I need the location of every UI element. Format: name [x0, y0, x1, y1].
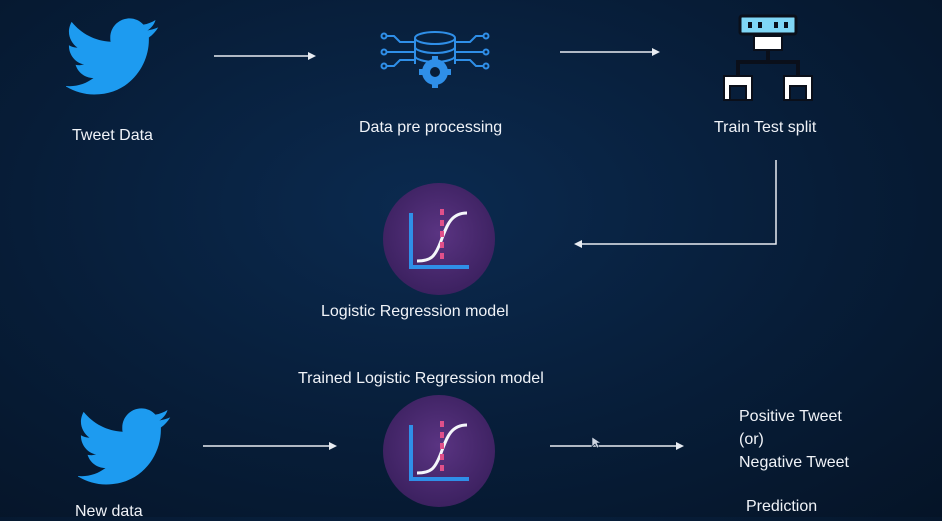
preprocessing-label: Data pre processing [359, 119, 503, 136]
arrow-preprocess-to-split [560, 46, 660, 58]
logistic-curve-icon [381, 393, 497, 509]
arrow-trained-to-prediction [550, 440, 684, 452]
twitter-bird-icon [66, 18, 160, 96]
split-label: Train Test split [714, 119, 817, 136]
arrow-split-to-model [572, 160, 782, 252]
twitter-bird-icon [78, 408, 172, 486]
arrow-newdata-to-trained [203, 440, 337, 452]
output-negative-label: Negative Tweet [739, 454, 849, 471]
trained-model-label: Trained Logistic Regression model [298, 370, 544, 387]
database-gear-icon [380, 28, 490, 90]
new-data-label: New data [75, 503, 143, 520]
arrow-tweet-to-preprocess [214, 50, 316, 62]
prediction-label: Prediction [746, 498, 818, 515]
logistic-curve-icon [381, 181, 497, 297]
mouse-cursor-icon [591, 436, 601, 450]
tweet-data-label: Tweet Data [72, 127, 153, 144]
lr-model-label: Logistic Regression model [321, 303, 509, 320]
output-positive-label: Positive Tweet [739, 408, 842, 425]
output-or-label: (or) [739, 431, 764, 448]
split-tree-icon [720, 14, 816, 102]
